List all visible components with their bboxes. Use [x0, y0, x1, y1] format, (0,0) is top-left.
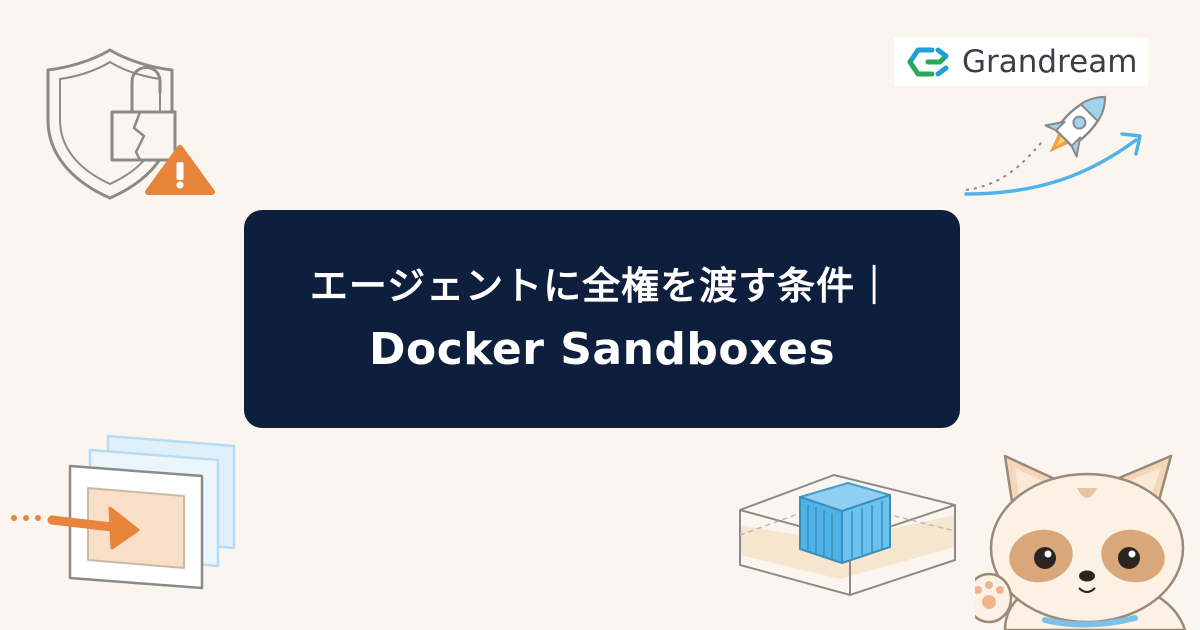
- stacked-windows-arrow-icon: [11, 434, 236, 590]
- rocket-growth-arrow-icon: [964, 95, 1142, 196]
- shield-broken-lock-warning-icon: [46, 48, 215, 200]
- logo-text: Grandream: [962, 44, 1138, 80]
- page-title-line1: エージェントに全権を渡す条件｜: [309, 264, 895, 308]
- grandream-logo: Grandream: [894, 38, 1148, 86]
- raccoon-mascot: [975, 454, 1187, 630]
- sandbox-container-icon: [739, 473, 956, 597]
- grandream-logo-mark-icon: [907, 47, 949, 77]
- title-card: エージェントに全権を渡す条件｜ Docker Sandboxes: [244, 210, 960, 428]
- page-title-line2: Docker Sandboxes: [368, 324, 836, 375]
